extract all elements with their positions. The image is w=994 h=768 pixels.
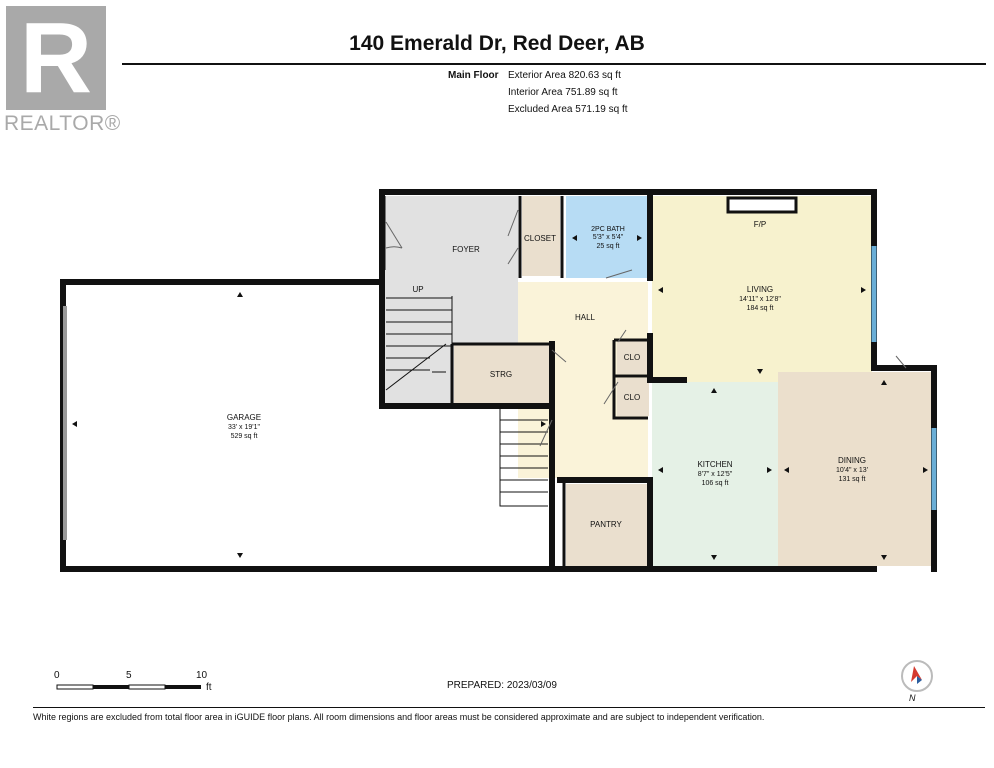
title-divider <box>122 63 986 65</box>
hall-name: HALL <box>575 313 596 322</box>
clo1-name: CLO <box>624 353 640 362</box>
footer-divider <box>33 707 985 708</box>
kitchen-dims: 8'7" x 12'5" <box>698 471 733 478</box>
dining-dims: 10'4" x 13' <box>836 467 868 474</box>
kitchen-area: 106 sq ft <box>702 480 729 487</box>
floor-label: Main Floor <box>448 70 499 81</box>
living-name: LIVING <box>747 285 773 294</box>
bath-area: 25 sq ft <box>597 243 620 250</box>
logo-box <box>6 6 106 110</box>
pantry-fill <box>566 484 650 566</box>
stairs <box>385 296 548 507</box>
scale-tick-10: 10 <box>196 670 208 681</box>
stairs-up-label: UP <box>412 285 423 294</box>
interior-walls <box>382 196 648 569</box>
kitchen-name: KITCHEN <box>697 460 732 469</box>
dining-name: DINING <box>838 456 866 465</box>
scale-tick-5: 5 <box>126 670 132 681</box>
clo1-fill <box>617 340 649 374</box>
bath-name: 2PC BATH <box>591 226 625 233</box>
closet-fill <box>522 196 560 276</box>
dining-area: 131 sq ft <box>839 476 866 483</box>
dining-fill <box>778 372 934 566</box>
windows <box>871 246 937 510</box>
living-fill <box>652 196 872 382</box>
clo2-name: CLO <box>624 393 640 402</box>
compass-north-label: N <box>909 693 916 703</box>
logo-wordmark: REALTOR® <box>4 112 121 135</box>
garage-dims: 33' x 19'1" <box>228 424 261 431</box>
scale-tick-0: 0 <box>54 670 60 681</box>
bath-dims: 5'3" x 5'4" <box>593 234 624 241</box>
clo2-fill <box>617 378 649 416</box>
door-swings <box>385 209 907 447</box>
pantry-name: PANTRY <box>590 520 622 529</box>
closet-name: CLOSET <box>524 234 556 243</box>
fireplace-label: F/P <box>754 220 766 229</box>
foyer-name: FOYER <box>452 245 480 254</box>
bath-fill <box>566 196 648 278</box>
scale-unit: ft <box>206 682 212 693</box>
kitchen-fill <box>652 382 778 566</box>
logo-letter: R <box>19 2 93 114</box>
living-area: 184 sq ft <box>747 305 774 312</box>
living-dims: 14'11" x 12'8" <box>739 296 781 303</box>
strg-name: STRG <box>490 370 512 379</box>
dimension-arrows <box>72 235 928 560</box>
realtor-logo: R REALTOR® <box>4 2 120 136</box>
interior-area: Interior Area 751.89 sq ft <box>508 87 618 98</box>
prepared-date: PREPARED: 2023/03/09 <box>447 680 557 691</box>
disclaimer: White regions are excluded from total fl… <box>33 712 765 722</box>
excluded-area: Excluded Area 571.19 sq ft <box>508 104 628 115</box>
exterior-area: Exterior Area 820.63 sq ft <box>508 70 621 81</box>
strg-fill <box>454 344 550 404</box>
compass-icon <box>901 660 933 692</box>
garage-name: GARAGE <box>227 413 261 422</box>
fireplace <box>726 196 798 214</box>
scale-bar <box>56 684 201 690</box>
garage-area: 529 sq ft <box>231 433 258 440</box>
page-title: 140 Emerald Dr, Red Deer, AB <box>349 32 645 55</box>
